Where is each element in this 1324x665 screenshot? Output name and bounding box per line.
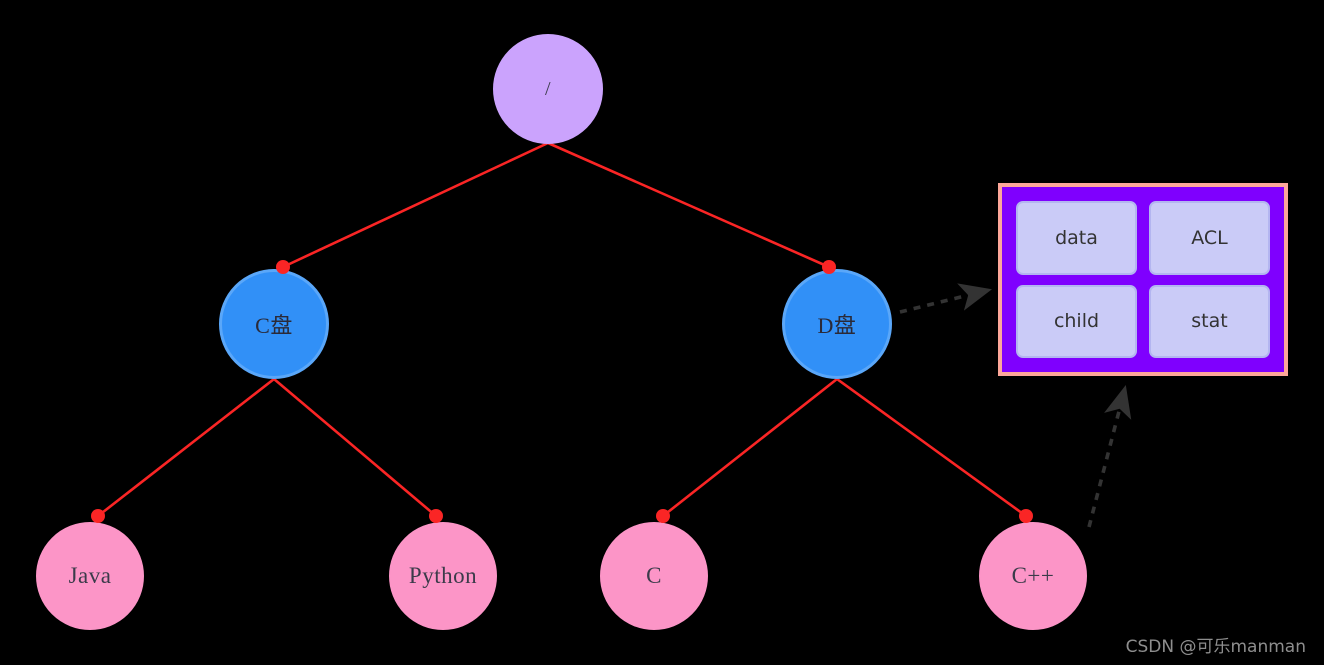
node-java[interactable]: Java <box>36 522 144 630</box>
node-root-label: / <box>544 77 552 100</box>
edge-dot-java <box>91 509 105 523</box>
node-java-label: Java <box>68 563 112 588</box>
node-c-label: C <box>646 563 662 588</box>
panel-cell-stat[interactable]: stat <box>1149 284 1270 358</box>
node-root[interactable]: / <box>493 34 603 144</box>
node-cdrive[interactable]: C盘 <box>219 269 329 379</box>
node-ddrive-label: D盘 <box>817 313 857 338</box>
node-python[interactable]: Python <box>389 522 497 630</box>
tree-edge-ddrive-to-c <box>662 377 838 518</box>
tree-edge-root-to-ddrive <box>547 141 830 269</box>
tree-edge-cdrive-to-java <box>97 377 275 518</box>
node-python-label: Python <box>408 563 478 588</box>
edge-dot-cpp <box>1019 509 1033 523</box>
tree-edge-cdrive-to-python <box>273 378 437 517</box>
panel-cell-data[interactable]: data <box>1016 201 1137 275</box>
dashed-arrow-ddrive-to-znode-panel <box>899 283 992 314</box>
panel-cell-child-label: child <box>1053 310 1100 333</box>
node-cdrive-label: C盘 <box>255 313 293 338</box>
watermark: CSDN @可乐manman <box>1125 637 1306 657</box>
panel-cell-data-label: data <box>1055 226 1098 249</box>
panel-cell-acl-label: ACL <box>1191 226 1228 249</box>
tree-edge-root-to-cdrive <box>282 141 549 269</box>
edge-dot-ddrive <box>822 260 836 274</box>
edge-dot-c <box>656 509 670 523</box>
node-c[interactable]: C <box>600 522 708 630</box>
edge-dot-cdrive <box>276 260 290 274</box>
panel-cell-stat-label: stat <box>1191 310 1228 333</box>
tree-edge-ddrive-to-cpp <box>836 377 1027 518</box>
node-cpp[interactable]: C++ <box>979 522 1087 630</box>
edge-dot-python <box>429 509 443 523</box>
node-ddrive[interactable]: D盘 <box>782 269 892 379</box>
panel-cell-acl[interactable]: ACL <box>1149 201 1270 275</box>
panel-cell-child[interactable]: child <box>1016 284 1137 358</box>
dashed-arrow-cpp-to-znode-panel <box>1087 385 1132 528</box>
node-cpp-label: C++ <box>1011 563 1055 588</box>
znode-structure-panel[interactable]: data ACL child stat <box>998 183 1288 376</box>
